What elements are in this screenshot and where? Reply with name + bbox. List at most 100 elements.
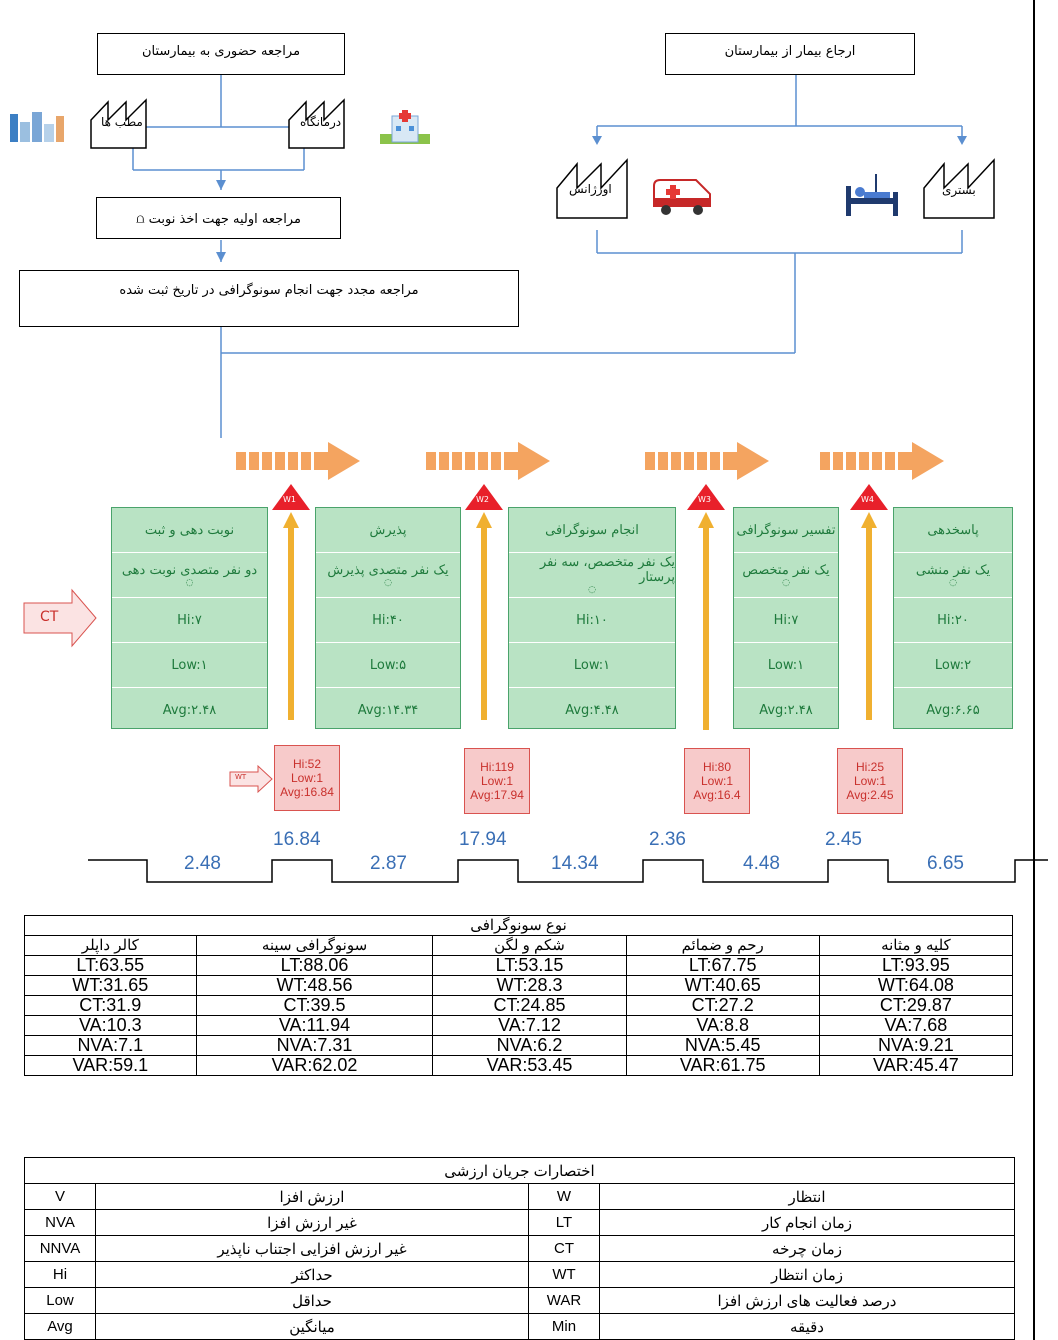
operator-icon: ◌ [185, 577, 194, 588]
abbrev-code: Avg [24, 1313, 96, 1340]
table-cell: LT:88.06 [195, 955, 434, 976]
referral-box: ارجاع بیمار از بیمارستان [665, 33, 915, 75]
table-cell: LT:63.55 [24, 955, 197, 976]
abbrev-code: CT [528, 1235, 600, 1262]
process-staff: دو نفر متصدی نوبت دهی◌ [112, 553, 267, 598]
abbrev-meaning: حداقل [95, 1287, 529, 1314]
process-hi: Hi:۷ [734, 598, 838, 643]
table-title: نوع سونوگرافی [24, 915, 1013, 936]
abbrev-row: Avg میانگین Min دقیقه [24, 1313, 1015, 1340]
wait-low: Low:1 [290, 771, 324, 785]
factory-small-icon: ⩍ [136, 212, 145, 227]
process-staff: یک نفر متصدی پذیرش◌ [316, 553, 460, 598]
connector-lines [132, 75, 967, 438]
hospital-bed-icon [846, 174, 898, 216]
process-staff: یک نفر منشی◌ [894, 553, 1012, 598]
table-cell: CT:39.5 [195, 995, 434, 1016]
return-visit-label: مراجعه مجدد جهت انجام سونوگرافی در تاریخ… [119, 283, 419, 298]
table-cell: NVA:6.2 [432, 1035, 627, 1056]
table-cell: VAR:53.45 [432, 1055, 627, 1076]
table-row: LT:63.55 LT:88.06 LT:53.15 LT:67.75 LT:9… [24, 955, 1014, 976]
table-cell: VA:10.3 [24, 1015, 197, 1036]
wait-tag-4: W4 [861, 495, 874, 504]
table-row: VA:10.3 VA:11.94 VA:7.12 VA:8.8 VA:7.68 [24, 1015, 1014, 1036]
wait-low: Low:1 [480, 774, 514, 788]
abbrev-meaning: زمان چرخه [599, 1235, 1015, 1262]
process-booking: نوبت دهی و ثبت دو نفر متصدی نوبت دهی◌ Hi… [111, 507, 268, 729]
wait-low: Low:1 [853, 774, 887, 788]
abbrev-code: LT [528, 1209, 600, 1236]
abbrev-code: WAR [528, 1287, 600, 1314]
emergency-label: اورژانس [569, 182, 612, 196]
abbrev-meaning: انتظار [599, 1183, 1015, 1210]
abbrev-meaning: زمان انجام کار [599, 1209, 1015, 1236]
wait-avg: Avg:2.45 [846, 788, 894, 802]
abbrev-row: NVA غیر ارزش افزا LT زمان انجام کار [24, 1209, 1015, 1236]
inpatient-factory-icon [923, 158, 995, 219]
abbrev-title: اختصارات جریان ارزشی [24, 1157, 1015, 1184]
table-cell: CT:29.87 [818, 995, 1014, 1016]
process-low: Low:۲ [894, 643, 1012, 688]
table-cell: VA:7.68 [818, 1015, 1014, 1036]
first-visit-box: مراجعه اولیه جهت اخذ نوبت ⩍ [96, 197, 341, 239]
city-buildings-icon [10, 112, 64, 142]
process-title: پاسخدهی [894, 508, 1012, 553]
process-hi: Hi:۱۰ [509, 598, 675, 643]
ct-arrow-icon [23, 588, 97, 648]
table-cell: VA:11.94 [195, 1015, 434, 1036]
operator-icon: ◌ [588, 585, 596, 595]
abbrev-row: Low حداقل WAR درصد فعالیت های ارزش افزا [24, 1287, 1015, 1314]
return-visit-box: مراجعه مجدد جهت انجام سونوگرافی در تاریخ… [19, 270, 519, 327]
wait-hi: Hi:80 [702, 760, 731, 774]
process-low: Low:۵ [316, 643, 460, 688]
wait-box-2: Hi:119 Low:1 Avg:17.94 [464, 748, 530, 814]
abbrev-row: V ارزش افزا W انتظار [24, 1183, 1015, 1210]
clinic-label: مطب ها [101, 115, 143, 129]
timeline-process-4: 4.48 [743, 853, 780, 874]
wait-box-1: Hi:52 Low:1 Avg:16.84 [274, 745, 340, 811]
process-hi: Hi:۲۰ [894, 598, 1012, 643]
column-header: سونوگرافی سینه [195, 935, 434, 956]
table-title-row: نوع سونوگرافی [24, 915, 1013, 936]
wait-tag-2: W2 [476, 495, 489, 504]
process-avg: Avg:۶.۶۵ [926, 702, 980, 718]
abbrev-code: Hi [24, 1261, 96, 1288]
table-cell: VAR:45.47 [818, 1055, 1014, 1076]
dispensary-label: درمانگاه [300, 115, 342, 129]
abbrev-row: NNVA غیر ارزش افزایی اجتناب ناپذیر CT زم… [24, 1235, 1015, 1262]
inpatient-label: بستری [942, 183, 976, 197]
abbreviations-table: اختصارات جریان ارزشی V ارزش افزا W انتظا… [24, 1157, 1015, 1340]
ct-label: CT [40, 609, 59, 625]
wait-hi: Hi:25 [855, 760, 884, 774]
page-margin-rule [1033, 0, 1035, 1340]
table-cell: NVA:9.21 [818, 1035, 1014, 1056]
wait-hi: Hi:119 [480, 760, 514, 774]
process-avg: Avg:۴.۴۸ [565, 702, 619, 718]
wait-low: Low:1 [700, 774, 734, 788]
timeline-ladder [88, 859, 1048, 883]
process-low: Low:۱ [734, 643, 838, 688]
abbrev-meaning: حداکثر [95, 1261, 529, 1288]
process-title: انجام سونوگرافی [509, 508, 675, 553]
wait-hi: Hi:52 [292, 757, 321, 771]
wt-label: WT [235, 773, 247, 781]
push-arrows [236, 442, 944, 480]
column-header: شکم و لگن [432, 935, 627, 956]
wait-avg: Avg:16.4 [693, 788, 741, 802]
process-staff-text: دو نفر متصدی نوبت دهی [121, 562, 258, 578]
process-staff-text: یک نفر متخصص، سه نفر پرستار [539, 555, 675, 585]
abbrev-code: NVA [24, 1209, 96, 1236]
process-admission: پذیرش یک نفر متصدی پذیرش◌ Hi:۴۰ Low:۵ Av… [315, 507, 461, 729]
table-cell: WT:64.08 [818, 975, 1014, 996]
table-cell: VAR:59.1 [24, 1055, 197, 1076]
process-staff: یک نفر متخصص◌ [734, 553, 838, 598]
abbrev-code: WT [528, 1261, 600, 1288]
table-cell: CT:27.2 [625, 995, 820, 1016]
column-header: کالر داپلر [24, 935, 197, 956]
timeline-wait-3: 2.36 [649, 829, 686, 850]
table-cell: LT:53.15 [432, 955, 627, 976]
process-staff-text: یک نفر متخصص [742, 562, 830, 578]
abbrev-meaning: میانگین [95, 1313, 529, 1340]
wt-arrow-icon [229, 764, 273, 794]
process-low: Low:۱ [112, 643, 267, 688]
